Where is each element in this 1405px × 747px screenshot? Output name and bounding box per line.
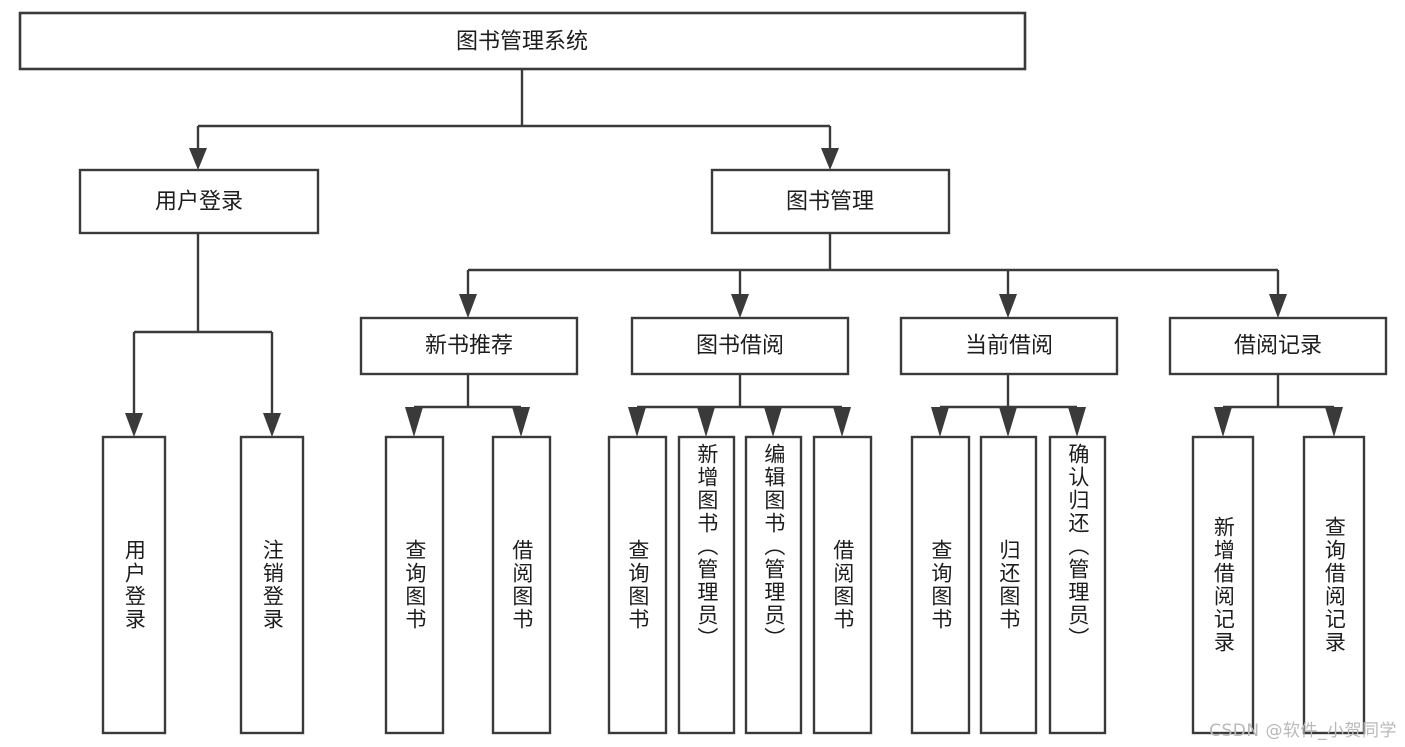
arrowhead-new-book: [459, 294, 477, 318]
leaf-box-borrow-record-1[interactable]: [1191, 435, 1255, 735]
connectors-root-to-level2: [189, 69, 839, 170]
arrowhead-cb-leaf-2: [999, 407, 1017, 437]
arrowhead-bb-leaf-4: [833, 407, 851, 437]
node-book-manage-box[interactable]: [710, 168, 951, 235]
node-root-label: 图书管理系统: [456, 30, 588, 55]
leaf-box-user-login-1[interactable]: [101, 435, 167, 735]
node-book-borrow-label: 图书借阅: [696, 334, 784, 359]
leaf-box-book-borrow-4[interactable]: [812, 435, 873, 735]
arrowhead-br-leaf-1: [1214, 407, 1232, 437]
arrowhead-user-login: [189, 148, 207, 170]
leaf-box-book-borrow-3[interactable]: [744, 435, 803, 735]
connectors-user-login-to-leaves: [125, 233, 281, 437]
leaf-box-current-borrow-1[interactable]: [910, 435, 971, 735]
leaf-box-borrow-record-2[interactable]: [1302, 435, 1366, 735]
node-current-borrow-label: 当前借阅: [965, 334, 1053, 359]
leaf-box-user-login-2[interactable]: [239, 435, 305, 735]
leaf-box-new-book-1[interactable]: [384, 435, 445, 735]
node-borrow-record-box[interactable]: [1168, 316, 1388, 376]
node-user-login-box[interactable]: [78, 168, 320, 235]
node-borrow-record-label: 借阅记录: [1234, 334, 1322, 359]
arrowhead-borrow-record: [1269, 294, 1287, 318]
arrowhead-br-leaf-2: [1325, 407, 1343, 437]
arrowhead-cb-leaf-3: [1068, 407, 1086, 437]
arrowhead-book-manage: [821, 148, 839, 170]
node-book-manage-label: 图书管理: [786, 190, 874, 215]
leaf-box-book-borrow-1[interactable]: [607, 435, 668, 735]
leaf-box-new-book-2[interactable]: [491, 435, 552, 735]
node-current-borrow-box[interactable]: [899, 316, 1119, 376]
csdn-watermark: CSDN @软件_小贺同学: [1209, 721, 1397, 741]
arrowhead-bb-leaf-3: [764, 407, 782, 437]
connectors-book-borrow-to-leaves: [628, 374, 851, 437]
node-new-book-label: 新书推荐: [425, 334, 513, 359]
arrowhead-leaf-logout: [263, 413, 281, 437]
leaf-box-current-borrow-3[interactable]: [1048, 435, 1107, 735]
leaf-box-book-borrow-2[interactable]: [677, 435, 736, 735]
arrowhead-bb-leaf-2: [697, 407, 715, 437]
connectors-current-borrow-to-leaves: [931, 374, 1086, 437]
arrowhead-current-borrow: [999, 294, 1017, 318]
arrowhead-nb-leaf-2: [512, 407, 530, 437]
arrowhead-cb-leaf-1: [931, 407, 949, 437]
connectors-borrow-record-to-leaves: [1214, 374, 1343, 437]
leaf-box-current-borrow-2[interactable]: [979, 435, 1038, 735]
node-book-borrow-box[interactable]: [630, 316, 850, 376]
node-user-login-label: 用户登录: [155, 190, 243, 215]
node-new-book-box[interactable]: [359, 316, 579, 376]
connectors-new-book-to-leaves: [405, 374, 530, 437]
arrowhead-leaf-user-login: [125, 413, 143, 437]
connectors-book-manage-to-level3: [459, 233, 1287, 318]
arrowhead-book-borrow: [731, 294, 749, 318]
node-root-box[interactable]: [18, 11, 1027, 71]
arrowhead-bb-leaf-1: [628, 407, 646, 437]
arrowhead-nb-leaf-1: [405, 407, 423, 437]
